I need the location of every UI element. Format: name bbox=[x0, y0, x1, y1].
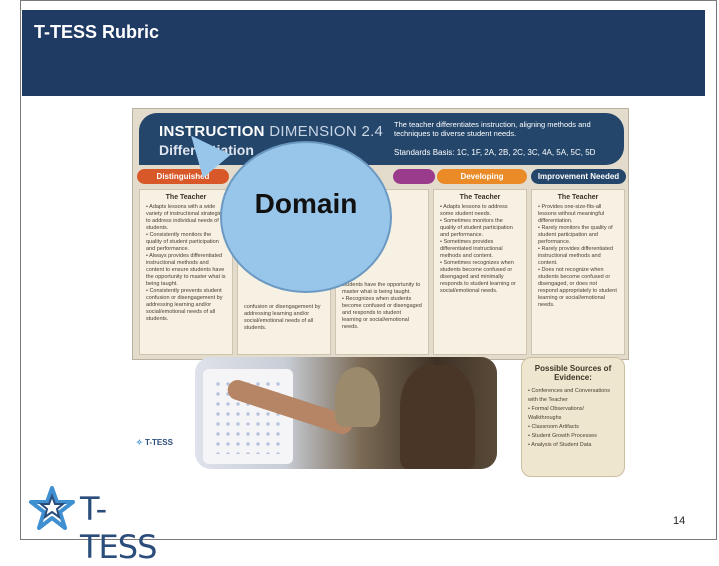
dimension-word: INSTRUCTION bbox=[159, 123, 265, 140]
star-icon: ✧ bbox=[136, 438, 143, 447]
evidence-sources-box: Possible Sources of Evidence: • Conferen… bbox=[521, 357, 625, 477]
classroom-photo bbox=[195, 357, 497, 469]
column-heading: The Teacher bbox=[165, 194, 207, 201]
column-text: • Adapts lessons with a wide variety of … bbox=[146, 204, 226, 322]
source-item: • Conferences and Conversations with the… bbox=[528, 388, 611, 403]
page-number: 14 bbox=[673, 515, 686, 527]
column-heading: The Teacher bbox=[459, 194, 501, 201]
callout-bubble bbox=[220, 141, 392, 293]
dimension-description: The teacher differentiates instruction, … bbox=[394, 120, 591, 138]
star-logo-icon bbox=[29, 486, 75, 530]
callout-label: Domain bbox=[254, 188, 358, 219]
source-item: • Student Growth Processes bbox=[528, 433, 597, 439]
sources-title: Possible Sources of Evidence: bbox=[534, 364, 612, 382]
column-text: • Adapts lessons to address some student… bbox=[440, 204, 516, 294]
column-heading: The Teacher bbox=[557, 194, 599, 201]
logo-text: T-TESS bbox=[80, 490, 157, 566]
tab-distinguished: Distinguished bbox=[137, 169, 229, 184]
source-item: • Classroom Artifacts bbox=[528, 424, 579, 430]
tab-developing: Developing bbox=[437, 169, 527, 184]
rubric-column: The Teacher • Adapts lessons with a wide… bbox=[139, 189, 233, 355]
performance-tabs: Distinguished Developing Improvement Nee… bbox=[137, 169, 626, 185]
tab-improvement-needed: Improvement Needed bbox=[531, 169, 626, 184]
dimension-title: INSTRUCTION DIMENSION 2.4 bbox=[159, 123, 383, 140]
column-text: confusion or disengagement by addressing… bbox=[244, 304, 321, 331]
ttess-logo: T-TESS bbox=[28, 486, 178, 566]
rubric-column: The Teacher • Adapts lessons to address … bbox=[433, 189, 527, 355]
dimension-number: DIMENSION 2.4 bbox=[269, 123, 384, 140]
tab-proficient bbox=[393, 169, 435, 184]
small-ttess-logo: ✧ T-TESS bbox=[136, 438, 173, 447]
column-text: • Provides one-size-fits-all lessons wit… bbox=[538, 204, 617, 308]
small-logo-text: T-TESS bbox=[144, 438, 173, 447]
standards-basis: Standards Basis: 1C, 1F, 2A, 2B, 2C, 3C,… bbox=[394, 148, 596, 157]
rubric-column: The Teacher • Provides one-size-fits-all… bbox=[531, 189, 625, 355]
slide-title: T-TESS Rubric bbox=[34, 22, 160, 42]
student-figure bbox=[400, 365, 475, 469]
header-band bbox=[22, 10, 705, 96]
teacher-figure bbox=[335, 367, 380, 427]
dimension-banner: INSTRUCTION DIMENSION 2.4 Differentiatio… bbox=[139, 113, 624, 165]
source-item: • Formal Observations/ Walkthroughs bbox=[528, 406, 585, 421]
rubric-image: INSTRUCTION DIMENSION 2.4 Differentiatio… bbox=[132, 108, 629, 360]
column-text: students have the opportunity to master … bbox=[342, 282, 422, 330]
source-item: • Analysis of Student Data bbox=[528, 442, 592, 448]
dimension-name: Differentiation bbox=[159, 142, 254, 158]
